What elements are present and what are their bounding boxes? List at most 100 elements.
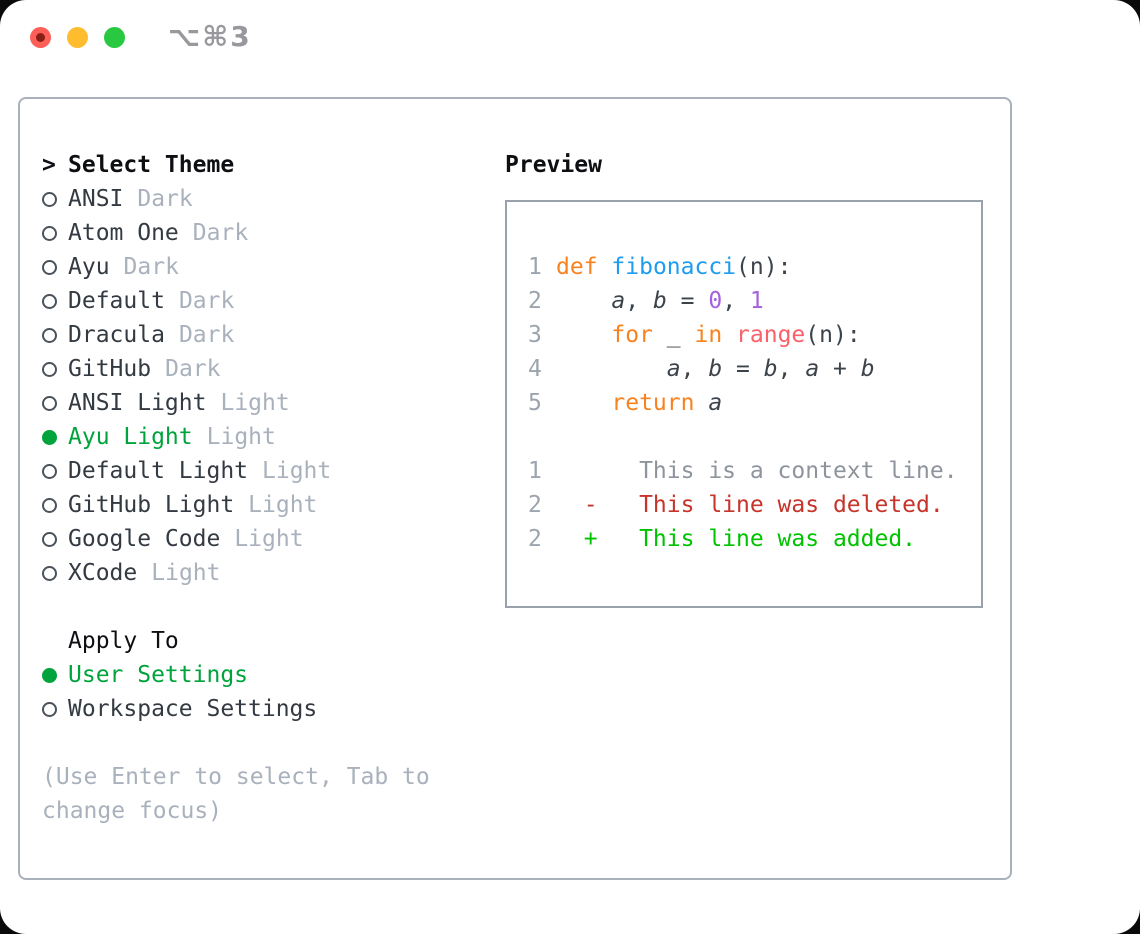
code-line: 3 for _ in range(n): (528, 318, 981, 352)
theme-variant-label: Light (248, 492, 318, 518)
hint-text-line1: (Use Enter to select, Tab to (42, 764, 430, 790)
select-theme-title: Select Theme (68, 152, 235, 178)
radio-prefix (42, 182, 68, 216)
radio-prefix (42, 284, 68, 318)
option-label: ANSI Light (68, 390, 207, 416)
radio-prefix (42, 216, 68, 250)
theme-item[interactable]: ANSI Light Light (42, 386, 505, 420)
traffic-lights (30, 27, 125, 48)
radio-prefix (42, 352, 68, 386)
line-content: a, b = b, a + b (666, 356, 875, 382)
option-label: XCode (68, 560, 138, 586)
option-label: Ayu (68, 254, 110, 280)
radio-prefix (42, 250, 68, 284)
line-number: 1 (528, 254, 542, 280)
theme-item[interactable]: Default Light Light (42, 454, 505, 488)
radio-selected-icon (42, 429, 57, 445)
line-content: def fibonacci(n): (556, 254, 792, 280)
theme-item[interactable]: Google Code Light (42, 522, 505, 556)
theme-item[interactable]: Ayu Light Light (42, 420, 505, 454)
radio-prefix (42, 556, 68, 590)
option-label: Default (68, 288, 165, 314)
line-content: return a (611, 390, 723, 416)
radio-icon (42, 327, 57, 343)
code-line: 1 This is a context line. (528, 454, 981, 488)
theme-variant-label: Light (262, 458, 332, 484)
option-label: Default Light (68, 458, 249, 484)
code-line: 2 - This line was deleted. (528, 488, 981, 522)
spacer (42, 726, 505, 760)
line-number: 5 (528, 390, 542, 416)
theme-item[interactable]: Atom One Dark (42, 216, 505, 250)
radio-icon (42, 361, 57, 377)
line-number: 3 (528, 322, 542, 348)
code-line: 2 a, b = 0, 1 (528, 284, 981, 318)
theme-variant-label: Light (234, 526, 304, 552)
radio-prefix (42, 488, 68, 522)
theme-item[interactable]: XCode Light (42, 556, 505, 590)
radio-selected-icon (42, 667, 57, 683)
theme-variant-label: Light (220, 390, 290, 416)
zoom-button[interactable] (104, 27, 125, 48)
theme-variant-label: Dark (178, 322, 235, 348)
line-number: 1 (528, 458, 542, 484)
line-content: for _ in range(n): (611, 322, 861, 348)
theme-variant-label: Dark (165, 356, 221, 382)
theme-variant-label: Dark (192, 220, 249, 246)
radio-icon (42, 463, 57, 479)
radio-prefix (42, 386, 68, 420)
code-line: 1 def fibonacci(n): (528, 250, 981, 284)
option-label: Google Code (68, 526, 221, 552)
apply-to-option[interactable]: Workspace Settings (42, 692, 505, 726)
theme-variant-label: Light (206, 424, 276, 450)
theme-item[interactable]: Default Dark (42, 284, 505, 318)
line-content: This is a context line. (556, 458, 958, 484)
radio-prefix (42, 522, 68, 556)
option-label: Ayu Light (68, 424, 193, 450)
radio-icon (42, 395, 57, 411)
option-label: Atom One (68, 220, 179, 246)
close-button[interactable] (30, 27, 51, 48)
radio-prefix (42, 420, 68, 454)
radio-icon (42, 259, 57, 275)
code-line: 2 + This line was added. (528, 522, 981, 556)
theme-item[interactable]: Ayu Dark (42, 250, 505, 284)
radio-icon (42, 531, 57, 547)
minimize-button[interactable] (67, 27, 88, 48)
radio-icon (42, 565, 57, 581)
radio-icon (42, 225, 57, 241)
line-number: 2 (528, 492, 542, 518)
apply-to-option[interactable]: User Settings (42, 658, 505, 692)
code-line: 5 return a (528, 386, 981, 420)
theme-variant-label: Dark (137, 186, 193, 212)
titlebar: ⌥⌘3 (0, 0, 1140, 75)
radio-prefix (42, 692, 68, 726)
radio-icon (42, 497, 57, 513)
radio-prefix (42, 454, 68, 488)
preview-title: Preview (505, 152, 602, 178)
line-number: 2 (528, 288, 542, 314)
theme-item[interactable]: GitHub Light Light (42, 488, 505, 522)
window-title-shortcut: ⌥⌘3 (168, 20, 252, 53)
radio-prefix (42, 318, 68, 352)
theme-variant-label: Light (151, 560, 221, 586)
line-content: - This line was deleted. (556, 492, 944, 518)
hint-text-line2: change focus) (42, 798, 223, 824)
theme-variant-label: Dark (123, 254, 179, 280)
radio-icon (42, 701, 57, 717)
option-label: Workspace Settings (68, 696, 318, 722)
option-label: GitHub Light (68, 492, 235, 518)
theme-variant-label: Dark (178, 288, 235, 314)
option-label: User Settings (68, 662, 249, 688)
code-line: 4 a, b = b, a + b (528, 352, 981, 386)
radio-prefix (42, 658, 68, 692)
